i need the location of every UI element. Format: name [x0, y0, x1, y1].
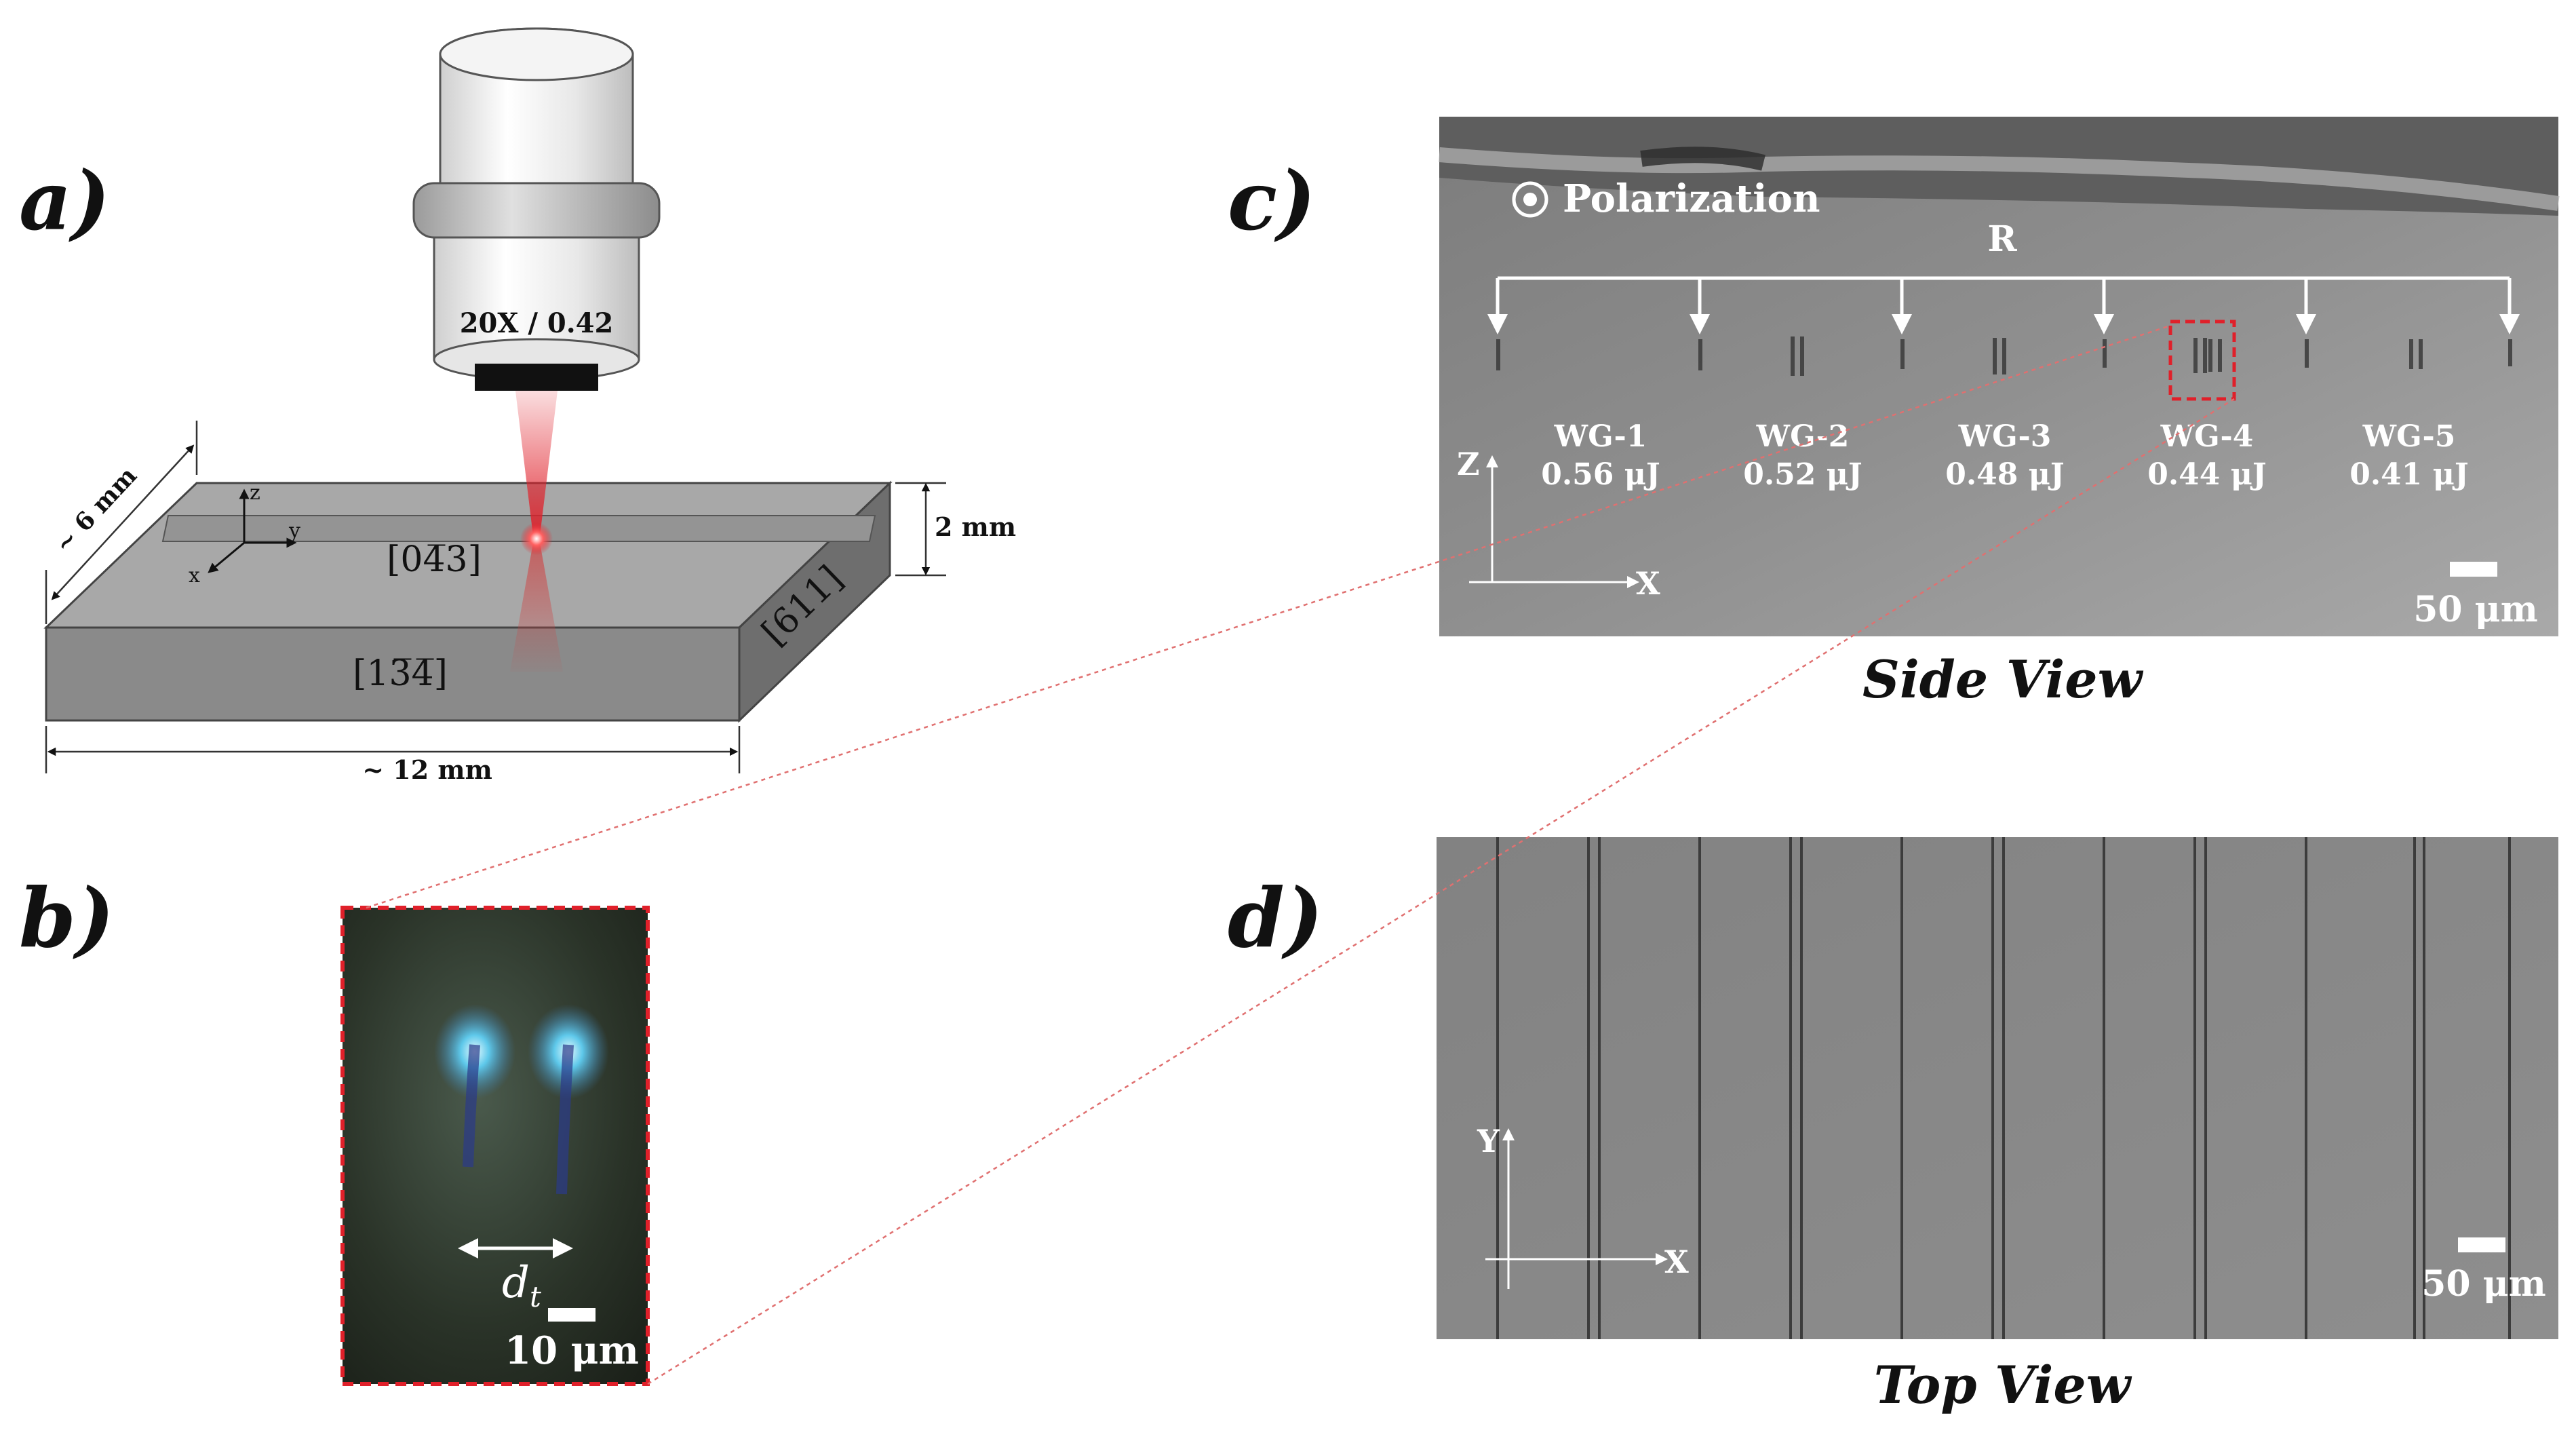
top-view-image: [1437, 837, 2558, 1339]
top-scale-bar: [2458, 1237, 2505, 1252]
sample-axis-x: x: [189, 564, 200, 588]
wg5-energy: 0.41 μJ: [2349, 457, 2469, 492]
wg3-name: WG-3: [1958, 419, 2052, 454]
dt-label: dt: [502, 1258, 541, 1313]
waveguide-channel: [161, 515, 876, 542]
laser-beam-below: [510, 543, 563, 672]
side-axis-x: X: [1636, 565, 1660, 602]
highlight-box: [2168, 320, 2236, 401]
top-scale-label: 50 μm: [2421, 1263, 2546, 1305]
wg2-name: WG-2: [1756, 419, 1850, 454]
wg1-energy: 0.56 μJ: [1541, 457, 1660, 492]
polarization-icon: [1512, 181, 1548, 218]
top-face-label: [04̅3]: [387, 539, 482, 580]
length-label: ~ 12 mm: [362, 754, 492, 785]
top-axis-y: Y: [1477, 1123, 1500, 1159]
dt-label-main: d: [502, 1258, 530, 1308]
inset-scale-label: 10 μm: [505, 1328, 639, 1373]
dimension-thickness: [895, 482, 946, 577]
side-view-image: [1439, 117, 2560, 636]
side-view-axes: [1469, 455, 1639, 588]
sample-block: [43, 480, 893, 723]
panel-label-c: c): [1228, 153, 1316, 249]
polarization-dot-icon: [1523, 193, 1537, 206]
spacing-label: R: [1987, 218, 2017, 260]
laser-focus: [520, 522, 553, 555]
width-label: ~ 6 mm: [50, 461, 142, 558]
spacing-bracket: [1487, 276, 2520, 334]
front-face-label: [13̅4̅]: [353, 653, 448, 694]
wg3-energy: 0.48 μJ: [1945, 457, 2065, 492]
wg5-name: WG-5: [2362, 419, 2456, 454]
inset-scale-bar: [548, 1308, 596, 1322]
panel-label-b: b): [19, 870, 115, 966]
dt-label-sub: t: [530, 1280, 541, 1313]
zoom-connectors: [366, 324, 2235, 1385]
side-scale-bar: [2450, 562, 2497, 577]
inset-micrograph: [340, 906, 650, 1386]
panel-label-d: d): [1228, 870, 1323, 966]
sample-axes: [208, 488, 297, 573]
polarization-label: Polarization: [1563, 176, 1820, 221]
objective-label: 20X / 0.42: [460, 307, 614, 339]
top-view-axes: [1485, 1128, 1668, 1289]
waveguide-marks: [1496, 336, 2512, 376]
thickness-label: 2 mm: [935, 512, 1016, 542]
wg2-energy: 0.52 μJ: [1743, 457, 1862, 492]
waveguide-labels: WG-1 0.56 μJ WG-2 0.52 μJ WG-3 0.48 μJ W…: [1541, 419, 2469, 492]
dimension-width: [45, 421, 198, 624]
wg4-name: WG-4: [2160, 419, 2254, 454]
objective-lens: 20X / 0.42: [412, 27, 661, 391]
wg1-name: WG-1: [1554, 419, 1647, 454]
wg4-energy: 0.44 μJ: [2147, 457, 2267, 492]
dimension-length: [45, 726, 741, 773]
sample-axis-y: y: [288, 519, 300, 543]
laser-beam: [515, 391, 558, 536]
side-scale-label: 50 μm: [2413, 589, 2538, 630]
panel-label-a: a): [19, 153, 111, 249]
side-axis-z: Z: [1457, 446, 1480, 482]
top-axis-x: X: [1664, 1244, 1689, 1280]
side-view-caption: Side View: [1862, 649, 2144, 710]
top-view-caption: Top View: [1874, 1355, 2132, 1415]
sample-axis-z: z: [250, 481, 260, 505]
